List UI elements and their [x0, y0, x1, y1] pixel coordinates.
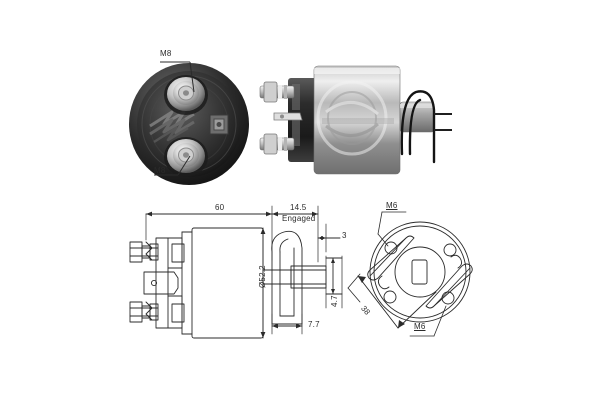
connector-tab-drawing — [143, 271, 179, 295]
dim-line-14-5 — [271, 211, 319, 217]
flange-elongated-slot — [367, 235, 415, 281]
drawing-side-section — [129, 205, 361, 339]
photo-end-view-callouts — [154, 61, 195, 176]
callout-leader-bottom — [177, 155, 191, 176]
face-data-plate — [209, 114, 229, 135]
lead-wires — [434, 113, 452, 131]
plunger-link-plate — [262, 265, 327, 289]
flange-inner-rim-circle — [373, 225, 467, 319]
flange-outer-circle — [369, 221, 471, 323]
mounting-hole — [443, 243, 457, 257]
label-m6-top: M6 — [386, 201, 398, 210]
terminal-stud-bottom — [164, 137, 208, 177]
solenoid-rear-cap — [288, 78, 318, 162]
photo-end-view — [128, 62, 250, 186]
label-m8-bottom: M8 — [154, 166, 166, 175]
dim-line-38 — [357, 275, 437, 329]
rear-terminal-bracket — [155, 237, 185, 329]
mounting-tab — [273, 112, 303, 121]
callout-leader-m6-top — [377, 211, 407, 247]
return-wire-hoop — [400, 90, 436, 164]
terminal-stud-lower-drawing — [129, 301, 159, 323]
terminal-stud-upper-drawing — [129, 241, 159, 263]
barrel-print-band — [322, 118, 394, 124]
embossed-brand-mark — [149, 110, 195, 144]
callout-leader-m6-bottom — [409, 305, 447, 337]
callout-leader-top — [189, 61, 195, 93]
dim-label-14-5: 14.5 — [290, 203, 307, 212]
dim-label-diameter-52-2: Ø52.2 — [258, 265, 267, 288]
label-m6-bottom: M6 — [414, 322, 426, 331]
flange-elongated-slot — [425, 263, 473, 309]
label-m8-top: M8 — [160, 49, 172, 58]
flange-center-slot — [411, 259, 428, 285]
mounting-hole — [383, 290, 397, 304]
flange-center-boss — [394, 246, 446, 298]
solenoid-barrel — [313, 65, 401, 175]
dim-line-4-7 — [325, 257, 343, 295]
photo-side-view — [252, 58, 452, 182]
flange-slot-hook — [377, 254, 463, 290]
dim-line-3 — [317, 236, 341, 240]
dim-label-engaged: Engaged — [282, 214, 316, 223]
terminal-stud-lower — [259, 133, 295, 155]
terminal-stud-upper — [259, 81, 295, 103]
dim-label-7-7: 7.7 — [308, 320, 320, 329]
dim-line-7-7 — [271, 323, 303, 329]
solenoid-body-outline — [181, 227, 264, 339]
shift-lever-fork — [271, 230, 303, 325]
dim-label-3: 3 — [342, 231, 347, 240]
dim-label-60: 60 — [215, 203, 225, 212]
drawing-flange-face — [357, 211, 473, 337]
terminal-stud-top — [164, 75, 208, 115]
dim-line-60 — [145, 211, 273, 217]
dim-label-4-7: 4.7 — [330, 295, 339, 307]
barrel-brand-emboss — [316, 80, 388, 156]
